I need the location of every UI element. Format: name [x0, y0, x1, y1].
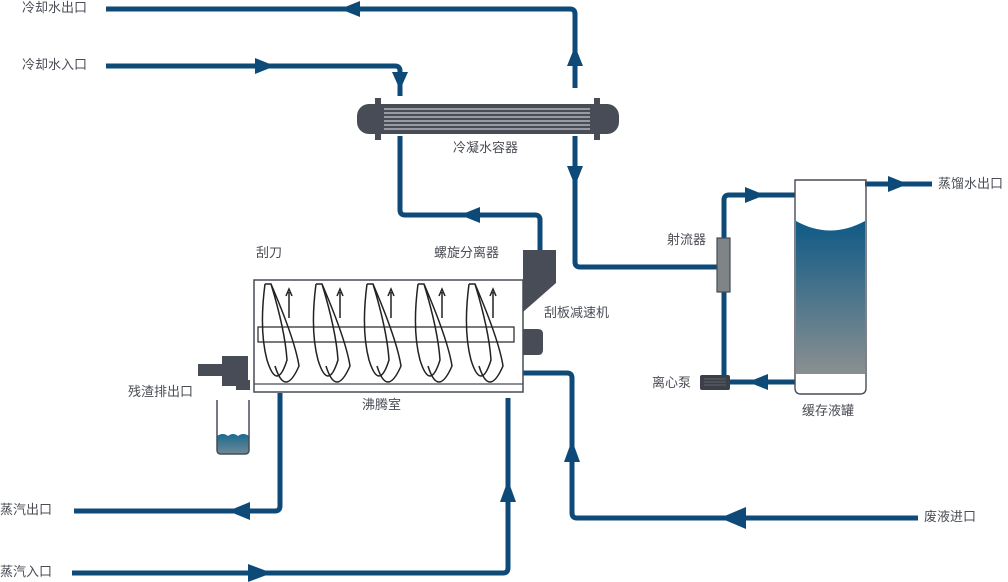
pipe-steam-inlet: [72, 398, 511, 576]
scraper-reducer: [523, 329, 543, 355]
residue-bucket: [216, 400, 250, 455]
boiling-chamber: [253, 279, 524, 393]
arrow-left-icon: [460, 207, 480, 223]
pipe-cooling-water-inlet: [106, 63, 403, 96]
arrow-left-icon: [748, 374, 768, 390]
arrow-up-icon: [285, 287, 293, 318]
label-residue-outlet: 残渣排出口: [128, 385, 194, 400]
arrow-up-icon: [336, 287, 344, 318]
label-centrifugal-pump: 离心泵: [652, 376, 692, 391]
label-steam-outlet: 蒸汽出口: [0, 503, 53, 518]
arrow-up-icon: [387, 287, 395, 318]
pipe-ejector-to-tank: [721, 192, 795, 238]
pipe-steam-outlet: [74, 393, 283, 514]
label-scraper-reducer: 刮板减速机: [544, 306, 610, 321]
arrow-left-icon: [228, 502, 250, 520]
ejector: [716, 237, 731, 293]
condenser: [357, 98, 619, 140]
label-boiling-chamber: 沸腾室: [362, 398, 402, 413]
label-ejector: 射流器: [667, 233, 707, 248]
label-condenser: 冷凝水容器: [453, 141, 519, 156]
screw-flight: [312, 283, 351, 383]
label-steam-inlet: 蒸汽入口: [0, 565, 53, 580]
residue-outlet: [198, 356, 250, 390]
arrow-left-icon: [340, 1, 360, 17]
label-scraper: 刮刀: [256, 246, 283, 261]
arrow-up-icon: [567, 46, 583, 66]
pipe-condensate-to-ejector: [572, 136, 718, 270]
arrow-up-icon: [489, 287, 497, 318]
screw-flight: [261, 283, 300, 383]
label-waste-liquid-inlet: 废液进口: [924, 510, 977, 525]
arrow-down-icon: [567, 166, 583, 186]
residue-bucket-liquid: [217, 434, 249, 454]
arrow-up-icon: [438, 287, 446, 318]
screw-separator: [523, 250, 556, 312]
pipe-waste-liquid-inlet: [522, 370, 918, 521]
arrow-down-icon: [392, 72, 408, 90]
pipe-cooling-water-outlet: [106, 6, 578, 88]
screw-flight: [363, 283, 402, 383]
arrow-up-icon: [500, 480, 516, 502]
arrow-right-icon: [255, 58, 275, 74]
buffer-tank: [794, 179, 867, 395]
arrow-right-icon: [745, 187, 765, 203]
label-cooling-water-inlet: 冷却水入口: [22, 58, 88, 73]
arrow-left-icon: [720, 507, 746, 529]
label-cooling-water-outlet: 冷却水出口: [22, 1, 88, 16]
label-buffer-tank: 缓存液罐: [802, 404, 855, 419]
screw-flight: [414, 283, 453, 383]
arrow-up-icon: [564, 440, 580, 462]
arrow-right-icon: [888, 176, 908, 192]
label-distilled-water-outlet: 蒸馏水出口: [938, 177, 1004, 192]
screw-flight: [465, 283, 504, 383]
label-screw-separator: 螺旋分离器: [434, 246, 500, 261]
arrow-right-icon: [248, 564, 272, 582]
centrifugal-pump: [700, 375, 730, 390]
